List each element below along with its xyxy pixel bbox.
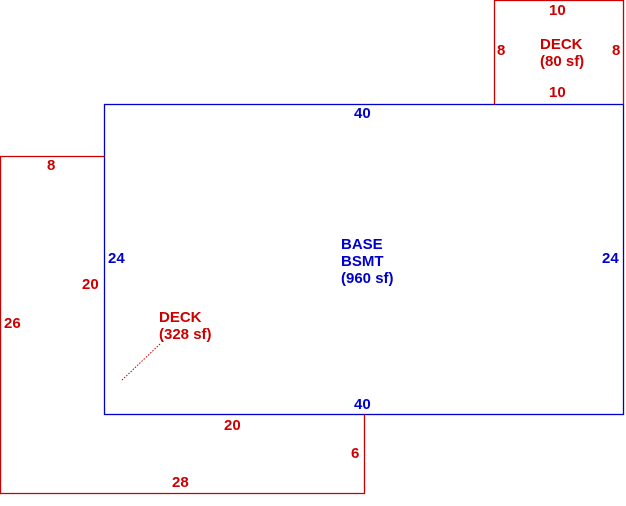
large-deck-inner-bottom-dimension: 20 [224, 417, 241, 434]
small-deck-left-dimension: 8 [497, 42, 506, 59]
small-deck-top-dimension: 10 [549, 2, 566, 19]
base-left-dimension: 24 [108, 250, 125, 267]
small-deck-right-dimension: 8 [612, 42, 621, 59]
base-area: (960 sf) [341, 270, 394, 287]
large-deck-inner-left-dimension: 20 [82, 276, 99, 293]
small-deck-bottom-dimension: 10 [549, 84, 566, 101]
deck-label-leader [120, 343, 161, 382]
large-deck-name: DECK [159, 309, 202, 326]
small-deck-outline [493, 0, 625, 105]
large-deck-left-dimension: 26 [4, 315, 21, 332]
small-deck-name: DECK [540, 36, 583, 53]
small-deck-area: (80 sf) [540, 53, 585, 70]
large-deck-area: (328 sf) [159, 326, 212, 343]
base-bottom-dimension: 40 [354, 396, 371, 413]
large-deck-bottom-dimension: 28 [172, 474, 189, 491]
base-name-line1: BASE [341, 236, 383, 253]
large-deck-step-dimension: 6 [351, 445, 360, 462]
base-name-line2: BSMT [341, 253, 384, 270]
base-top-dimension: 40 [354, 105, 371, 122]
large-deck-outline [0, 155, 366, 495]
base-right-dimension: 24 [602, 250, 619, 267]
large-deck-top-dimension: 8 [47, 157, 56, 174]
